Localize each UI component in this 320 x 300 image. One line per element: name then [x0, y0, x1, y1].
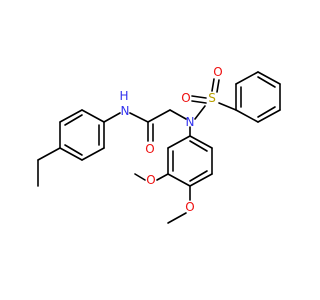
methoxy-oxygen-4-label: O [185, 200, 194, 214]
carbonyl-oxygen-label: O [145, 142, 154, 156]
chemical-structure-diagram: H N O N S O O O O [37, 65, 281, 224]
sulfonamide-nitrogen-label: N [186, 115, 195, 129]
sulfur-label: S [208, 91, 216, 105]
bond-s-to-phenyl [218, 102, 237, 111]
sulfonyl-oxygen-left-label: O [181, 91, 190, 105]
sulfonyl-oxygens-bonds [191, 78, 220, 104]
amide-nitrogen-label: N [121, 104, 130, 118]
bond-n-to-s [194, 105, 206, 120]
ethyl-group [37, 147, 61, 187]
bond-ch2-to-n [169, 109, 187, 120]
bond-ring-to-nh [103, 112, 121, 123]
methoxy-oxygen-3-label: O [146, 173, 155, 187]
phenyl-ring [235, 71, 281, 123]
amide-hydrogen-label: H [119, 89, 128, 103]
bond-nh-to-carbonyl [129, 112, 149, 123]
methoxy-group-4 [167, 185, 191, 224]
carbonyl-double-bond [147, 121, 154, 142]
ethylphenyl-ring [59, 109, 105, 161]
sulfonyl-oxygen-right-label: O [213, 65, 222, 79]
dimethoxyphenyl-ring [167, 135, 213, 187]
bond-carbonyl-to-ch2 [147, 109, 171, 123]
methoxy-group-3 [134, 173, 169, 181]
